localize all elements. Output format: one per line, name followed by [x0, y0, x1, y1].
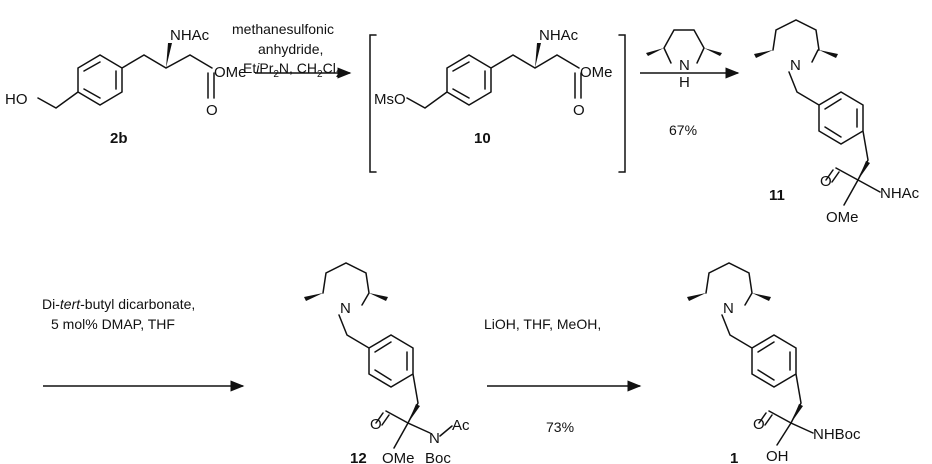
compound-12-wedge-right [369, 293, 388, 301]
compound-10-nhac: NHAc [539, 27, 579, 44]
compound-12-o: O [370, 416, 382, 433]
compound-11-wedge-right [819, 50, 838, 58]
compound-1-nhboc: NHBoc [813, 426, 861, 443]
compound-10-wedge [535, 43, 541, 68]
compound-2b-nhac: NHAc [170, 27, 210, 44]
compound-12-ome: OMe [382, 450, 415, 464]
compound-2b-wedge [166, 43, 172, 68]
compound-2b-o: O [206, 102, 218, 119]
compound-12-number: 12 [350, 450, 367, 464]
compound-2b: HO NHAc NHAc O OMe 2b [5, 27, 247, 147]
step1-reagent-line2: anhydride, [258, 41, 323, 57]
compound-11-number: 11 [769, 187, 785, 204]
step4-yield: 73% [546, 419, 574, 435]
compound-10-number: 10 [474, 130, 491, 147]
compound-11: N O NHAc OMe 11 [754, 19, 920, 226]
compound-12-n-amide: N [429, 430, 440, 447]
compound-11-nhac: NHAc [880, 185, 920, 202]
compound-11-ome: OMe [826, 209, 859, 226]
compound-2b-bonds [37, 54, 215, 109]
compound-12-bonds [322, 262, 453, 449]
compound-11-wedge-left [754, 50, 773, 58]
compound-12-n-pip: N [340, 300, 351, 317]
compound-1-wedge-left [687, 293, 706, 301]
step1-reagents: methanesulfonic anhydride, EtiPr2N, CH2C… [232, 21, 342, 80]
bracket-left [369, 34, 377, 173]
compound-2b-ome: OMe [214, 64, 247, 81]
compound-1: N O NHBoc OH 1 [687, 262, 861, 464]
step3-reagent-line1: Di-tert-butyl dicarbonate, [42, 296, 195, 312]
step2-amine-wedge-right [704, 48, 722, 56]
step2-amine-n: N [679, 57, 690, 74]
compound-1-wedge-stereo [791, 404, 803, 423]
step2-amine-bonds [663, 29, 705, 64]
compound-1-o: O [753, 416, 765, 433]
step3-reagent-line2: 5 mol% DMAP, THF [51, 316, 175, 332]
compound-10-mso: MsO [374, 91, 406, 108]
compound-1-oh: OH [766, 448, 789, 464]
compound-12-boc: Boc [425, 450, 451, 464]
compound-12-wedge-stereo [408, 404, 420, 423]
compound-1-wedge-right [752, 293, 771, 301]
compound-10-o: O [573, 102, 585, 119]
compound-12: N O N Ac OMe Boc 12 [304, 262, 470, 464]
compound-2b-ho: HO [5, 91, 28, 108]
step4-reagent-line1: LiOH, THF, MeOH, [484, 316, 601, 332]
compound-11-n: N [790, 57, 801, 74]
compound-2b-number: 2b [110, 130, 128, 147]
step2-reagent-dimethylpiperidine: N H 67% [646, 29, 722, 138]
compound-12-wedge-left [304, 293, 323, 301]
step1-reagent-line1: methanesulfonic [232, 21, 334, 37]
compound-1-number: 1 [730, 450, 738, 464]
step2-amine-wedge-left [646, 48, 664, 56]
compound-12-ac: Ac [452, 417, 470, 434]
bracket-right [618, 34, 626, 173]
compound-10-bonds [406, 54, 582, 109]
step2-amine-h: H [679, 74, 690, 91]
step2-yield: 67% [669, 122, 697, 138]
step3-reagents: Di-tert-butyl dicarbonate, 5 mol% DMAP, … [42, 296, 195, 332]
compound-11-wedge-stereo [858, 161, 870, 180]
compound-1-n: N [723, 300, 734, 317]
compound-11-o: O [820, 173, 832, 190]
step1-reagent-line3: EtiPr2N, CH2Cl2 [243, 60, 342, 80]
compound-10: MsO NHAc O OMe 10 [369, 27, 626, 173]
compound-10-ome: OMe [580, 64, 613, 81]
